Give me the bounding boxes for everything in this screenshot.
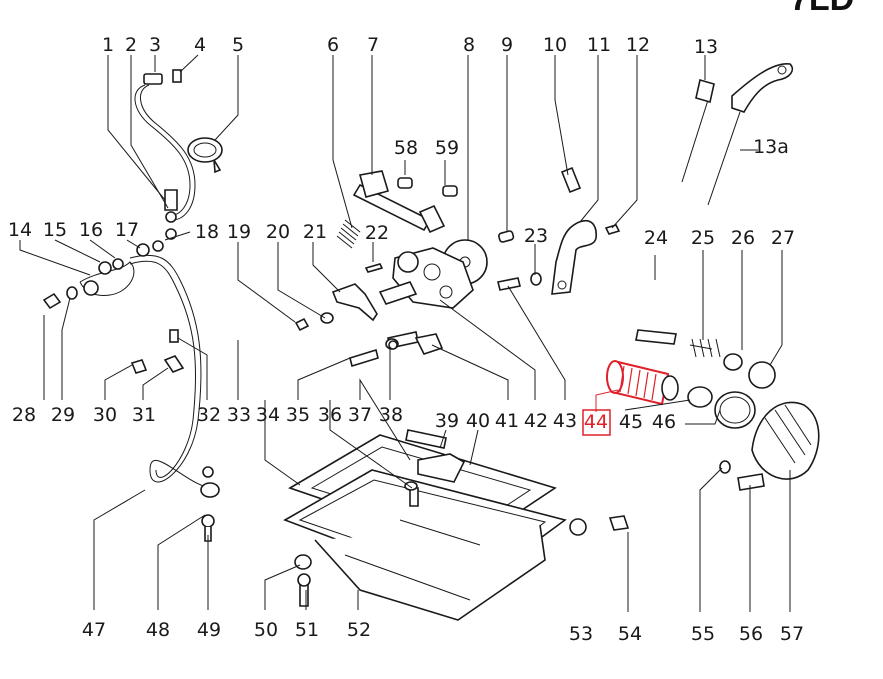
dipstick	[681, 63, 794, 206]
pins-and-bolts-center	[497, 230, 542, 291]
callout-8: 8	[463, 34, 475, 56]
callout-29: 29	[51, 404, 75, 426]
callout-39: 39	[435, 410, 459, 432]
callout-28: 28	[12, 404, 36, 426]
bottom-fasteners	[294, 331, 630, 607]
callout-3: 3	[149, 34, 161, 56]
callout-18: 18	[195, 221, 219, 243]
callout-52: 52	[347, 619, 371, 641]
callout-32: 32	[197, 404, 221, 426]
callout-47: 47	[82, 619, 106, 641]
callout-54: 54	[618, 623, 642, 645]
oil-pipe-lower	[79, 240, 220, 498]
callout-41: 41	[495, 410, 519, 432]
callout-15: 15	[43, 219, 67, 241]
callout-46: 46	[652, 411, 676, 433]
relief-valve-set	[635, 329, 776, 429]
callout-19: 19	[227, 221, 251, 243]
callout-4: 4	[194, 34, 206, 56]
callout-56: 56	[739, 623, 763, 645]
callout-30: 30	[93, 404, 117, 426]
oil-pipe-upper	[134, 69, 196, 240]
callout-12: 12	[626, 34, 650, 56]
callout-31: 31	[132, 404, 156, 426]
callout-27: 27	[771, 227, 795, 249]
callout-11: 11	[587, 34, 611, 56]
small-fasteners-left	[42, 286, 334, 542]
callout-1: 1	[102, 34, 114, 56]
callout-24: 24	[644, 227, 668, 249]
callout-35: 35	[286, 404, 310, 426]
lever-assembly	[331, 170, 458, 322]
callout-17: 17	[115, 219, 139, 241]
part-drawings	[42, 63, 820, 621]
callout-53: 53	[569, 623, 593, 645]
callout-37: 37	[348, 404, 372, 426]
callout-55: 55	[691, 623, 715, 645]
callout-36: 36	[318, 404, 342, 426]
callout-45: 45	[619, 411, 643, 433]
callout-21: 21	[303, 221, 327, 243]
callout-2: 2	[125, 34, 137, 56]
highlight-box-44	[582, 409, 611, 436]
callout-22: 22	[365, 222, 389, 244]
callout-25: 25	[691, 227, 715, 249]
callout-7: 7	[367, 34, 379, 56]
callout-49: 49	[197, 619, 221, 641]
callout-26: 26	[731, 227, 755, 249]
callout-16: 16	[79, 219, 103, 241]
callout-20: 20	[266, 221, 290, 243]
leader-lines	[19, 54, 791, 612]
callout-44-highlighted: 44	[584, 411, 608, 433]
callout-23: 23	[524, 225, 548, 247]
diagram-code: 7LD	[790, 0, 854, 18]
callout-48: 48	[146, 619, 170, 641]
callout-5: 5	[232, 34, 244, 56]
callout-34: 34	[256, 404, 280, 426]
callout-13a: 13a	[753, 136, 789, 158]
callout-33: 33	[227, 404, 251, 426]
callout-57: 57	[780, 623, 804, 645]
callout-13: 13	[694, 36, 718, 58]
hose-clamp	[187, 137, 223, 174]
callout-43: 43	[553, 410, 577, 432]
sump-cover	[719, 401, 820, 491]
callout-40: 40	[466, 410, 490, 432]
oil-pan	[283, 429, 567, 621]
callout-51: 51	[295, 619, 319, 641]
callout-6: 6	[327, 34, 339, 56]
callout-50: 50	[254, 619, 278, 641]
callout-42: 42	[524, 410, 548, 432]
callout-58: 58	[394, 137, 418, 159]
callout-labels: 1 2 3 4 5 6 7 8 9 10 11 12 13 13a 14 15 …	[8, 34, 804, 645]
callout-10: 10	[543, 34, 567, 56]
callout-38: 38	[379, 404, 403, 426]
callout-14: 14	[8, 219, 32, 241]
callout-59: 59	[435, 137, 459, 159]
suction-bracket	[551, 166, 621, 295]
oil-pump	[378, 239, 488, 309]
callout-9: 9	[501, 34, 513, 56]
oil-filter-highlighted	[606, 360, 679, 406]
